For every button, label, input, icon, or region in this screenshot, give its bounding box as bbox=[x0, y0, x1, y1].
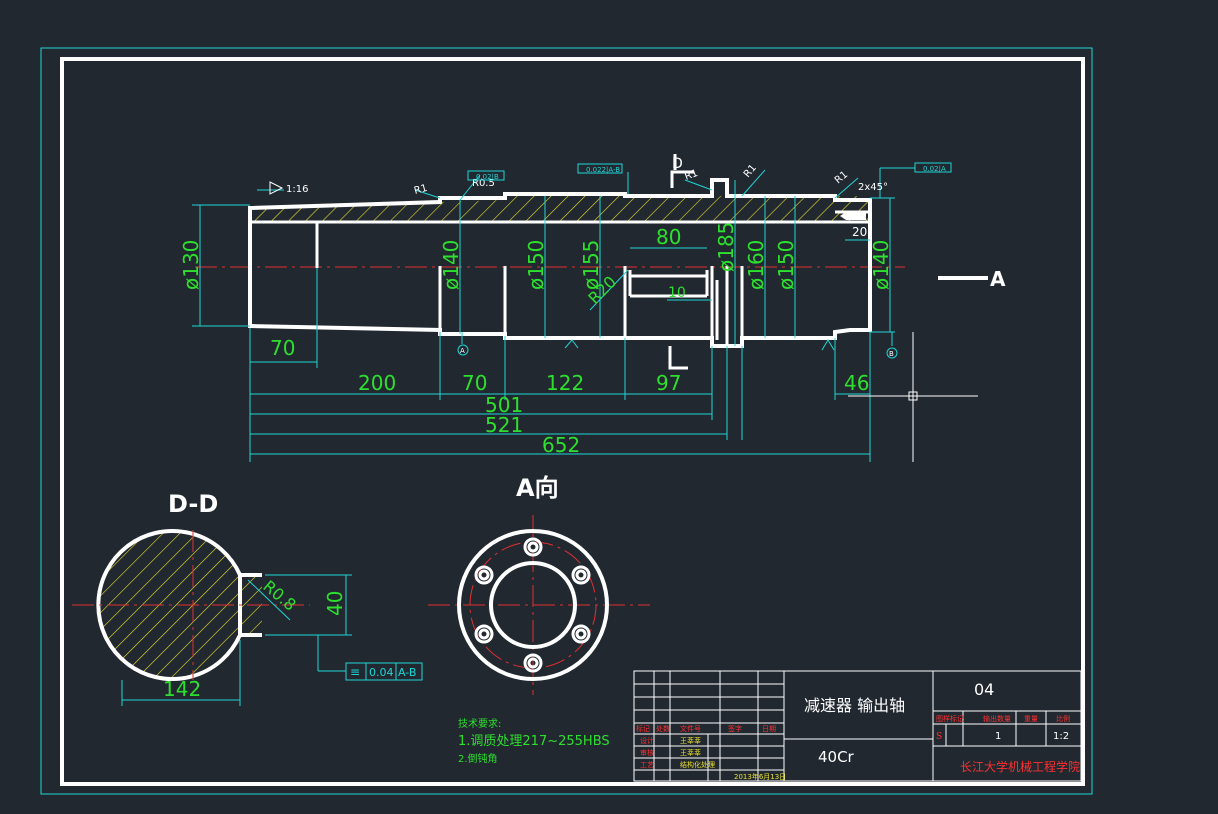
radius-label-3: R1 bbox=[742, 163, 759, 180]
section-mark-bottom bbox=[668, 346, 688, 370]
tb-drawing-number: 04 bbox=[974, 680, 994, 699]
view-a: A向 bbox=[428, 474, 650, 695]
tb-stage-mark: S bbox=[936, 732, 942, 742]
keyway-outline bbox=[628, 270, 709, 278]
radius-label-4: R1 bbox=[833, 169, 850, 186]
datum-markers: A B bbox=[457, 332, 898, 359]
tb-institution: 长江大学机械工程学院 bbox=[960, 759, 1080, 774]
tech-requirements: 技术要求: 1.调质处理217~255HBS 2.倒钝角 bbox=[458, 717, 610, 765]
dim-total-652: 652 bbox=[542, 433, 580, 457]
tb-date: 2013年6月13日 bbox=[734, 772, 786, 781]
section-outline bbox=[96, 529, 262, 681]
section-mark-top-label: D bbox=[672, 156, 683, 172]
tb-label-sign: 签字 bbox=[728, 724, 742, 733]
taper-label: 1:16 bbox=[286, 184, 308, 195]
tb-scale: 1:2 bbox=[1053, 731, 1069, 742]
dim-dia-150-right: ø150 bbox=[774, 240, 798, 290]
dim-taper-length: 70 bbox=[270, 336, 295, 360]
dim-dia-155: ø155 bbox=[579, 240, 603, 290]
bolt-holes bbox=[474, 537, 591, 673]
dim-dia-160: ø160 bbox=[744, 240, 768, 290]
roughness-icon-1 bbox=[564, 339, 579, 349]
dim-keyway-length: 80 bbox=[656, 225, 681, 249]
tb-header-mark: 图样标记 bbox=[936, 714, 964, 723]
tolerance-frames: 0.02|B 0.022|A-B 0.02|A bbox=[467, 162, 952, 181]
sym-tol-value: 0.04 bbox=[369, 666, 394, 679]
shaft-hatch bbox=[250, 196, 870, 222]
tol-frame-1: 0.02|B bbox=[476, 173, 499, 181]
dim-length-70: 70 bbox=[462, 371, 487, 395]
tb-label-count: 处数 bbox=[656, 724, 670, 733]
dim-total-501: 501 bbox=[485, 393, 523, 417]
datum-b-label: B bbox=[889, 350, 894, 358]
dim-keyway-offset: 10 bbox=[668, 285, 686, 301]
tb-checker: 王莘莘 bbox=[680, 748, 701, 757]
view-arrow-label: A bbox=[990, 267, 1006, 291]
section-mark-top bbox=[670, 154, 694, 188]
tb-approver: 结构化处理 bbox=[680, 760, 715, 769]
roughness-icon-2 bbox=[821, 339, 835, 351]
radius-label-1: R1 bbox=[413, 183, 429, 197]
flange-bore bbox=[489, 561, 577, 649]
datum-a-label: A bbox=[460, 347, 465, 355]
dim-section-keyway: 40 bbox=[323, 591, 347, 616]
tb-label-design: 设计 bbox=[640, 736, 654, 745]
symmetry-icon: ≡ bbox=[350, 665, 360, 679]
shaft-lower-profile bbox=[249, 324, 870, 348]
tb-header-qty: 输出数量 bbox=[983, 714, 1011, 723]
dim-face-offset: 20 bbox=[852, 225, 867, 239]
tol-frame-2: 0.022|A-B bbox=[586, 166, 620, 174]
tb-label-check: 审核 bbox=[640, 748, 654, 757]
outer-sheet-border bbox=[40, 47, 1093, 795]
flange-outer bbox=[457, 529, 609, 681]
taper-symbol-icon bbox=[269, 181, 284, 195]
tech-heading: 技术要求: bbox=[458, 717, 501, 730]
tb-quantity: 1 bbox=[995, 731, 1001, 742]
sym-tol-datum: A-B bbox=[398, 666, 416, 679]
tol-frame-3: 0.02|A bbox=[923, 165, 946, 173]
dim-length-46: 46 bbox=[844, 371, 869, 395]
inner-sheet-border bbox=[60, 57, 1085, 786]
dim-dia-130: ø130 bbox=[179, 240, 203, 290]
dim-length-97: 97 bbox=[656, 371, 681, 395]
tb-header-scale: 比例 bbox=[1056, 714, 1070, 723]
dimension-lines bbox=[192, 167, 978, 462]
section-d-d: D-D 142 40 R0.8 ≡ 0.04 A-B bbox=[72, 490, 423, 706]
view-a-title: A向 bbox=[516, 474, 559, 502]
dim-length-122: 122 bbox=[546, 371, 584, 395]
section-title: D-D bbox=[168, 490, 218, 518]
tb-designer: 王莘莘 bbox=[680, 736, 701, 745]
tb-label-mark: 标记 bbox=[636, 724, 650, 733]
dim-section-radius: R0.8 bbox=[259, 577, 299, 615]
tb-label-process: 工艺 bbox=[640, 761, 654, 769]
dim-dia-140-left: ø140 bbox=[439, 240, 463, 290]
dimension-texts: ø130 ø140 ø150 ø155 ø185 ø160 ø150 ø140 … bbox=[179, 163, 893, 457]
end-arrow bbox=[840, 212, 866, 220]
dim-dia-150-left: ø150 bbox=[524, 240, 548, 290]
tech-line-2: 2.倒钝角 bbox=[458, 752, 498, 765]
dim-dia-185: ø185 bbox=[714, 222, 738, 272]
tech-line-1: 1.调质处理217~255HBS bbox=[458, 734, 610, 749]
tb-label-date: 日期 bbox=[762, 725, 776, 733]
tb-header-weight: 重量 bbox=[1024, 715, 1038, 723]
radius-label-2: R1 bbox=[683, 168, 699, 183]
dim-length-200: 200 bbox=[358, 371, 396, 395]
title-block: 标记 处数 文件号 签字 日期 设计 王莘莘 审核 王莘莘 工艺 结构化处理 2… bbox=[633, 670, 1082, 782]
dim-dia-140-right: ø140 bbox=[869, 240, 893, 290]
tb-part-name: 减速器 输出轴 bbox=[804, 696, 905, 715]
dim-section-width: 142 bbox=[163, 677, 201, 701]
chamfer-label: 2x45° bbox=[858, 182, 888, 193]
tb-label-file: 文件号 bbox=[680, 724, 701, 733]
tb-material: 40Cr bbox=[818, 748, 855, 766]
radius-label-5: R0.5 bbox=[472, 178, 495, 189]
dim-total-521: 521 bbox=[485, 413, 523, 437]
